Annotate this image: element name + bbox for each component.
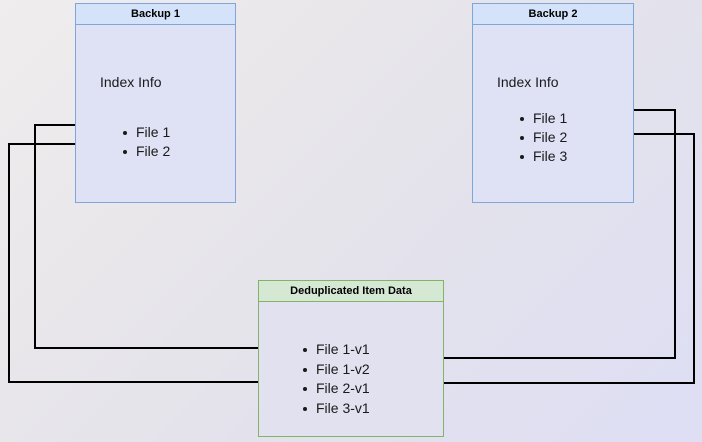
dedup-title: Deduplicated Item Data xyxy=(259,281,443,302)
deduplicated-item-data-box[interactable]: Deduplicated Item Data File 1-v1 File 1-… xyxy=(258,280,444,437)
list-item[interactable]: File 1 xyxy=(518,109,567,128)
list-item[interactable]: File 1-v2 xyxy=(301,360,370,380)
backup-2-index-label: Index Info xyxy=(497,74,559,90)
list-item[interactable]: File 2 xyxy=(518,128,567,147)
list-item[interactable]: File 3 xyxy=(518,147,567,166)
list-item[interactable]: File 1-v1 xyxy=(301,340,370,360)
backup-1-body: Index Info File 1 File 2 xyxy=(76,25,235,202)
list-item[interactable]: File 2-v1 xyxy=(301,379,370,399)
list-item[interactable]: File 1 xyxy=(121,123,170,142)
backup-2-box[interactable]: Backup 2 Index Info File 1 File 2 File 3 xyxy=(472,3,634,203)
backup-1-box[interactable]: Backup 1 Index Info File 1 File 2 xyxy=(75,3,236,203)
list-item[interactable]: File 3-v1 xyxy=(301,399,370,419)
backup-1-title: Backup 1 xyxy=(76,4,235,25)
backup-1-file-list: File 1 File 2 xyxy=(121,123,170,161)
backup-1-index-label: Index Info xyxy=(100,74,162,90)
backup-2-title: Backup 2 xyxy=(473,4,633,25)
dedup-body: File 1-v1 File 1-v2 File 2-v1 File 3-v1 xyxy=(259,302,443,436)
backup-2-body: Index Info File 1 File 2 File 3 xyxy=(473,25,633,202)
list-item[interactable]: File 2 xyxy=(121,142,170,161)
dedup-item-list: File 1-v1 File 1-v2 File 2-v1 File 3-v1 xyxy=(301,340,370,418)
backup-2-file-list: File 1 File 2 File 3 xyxy=(518,109,567,166)
